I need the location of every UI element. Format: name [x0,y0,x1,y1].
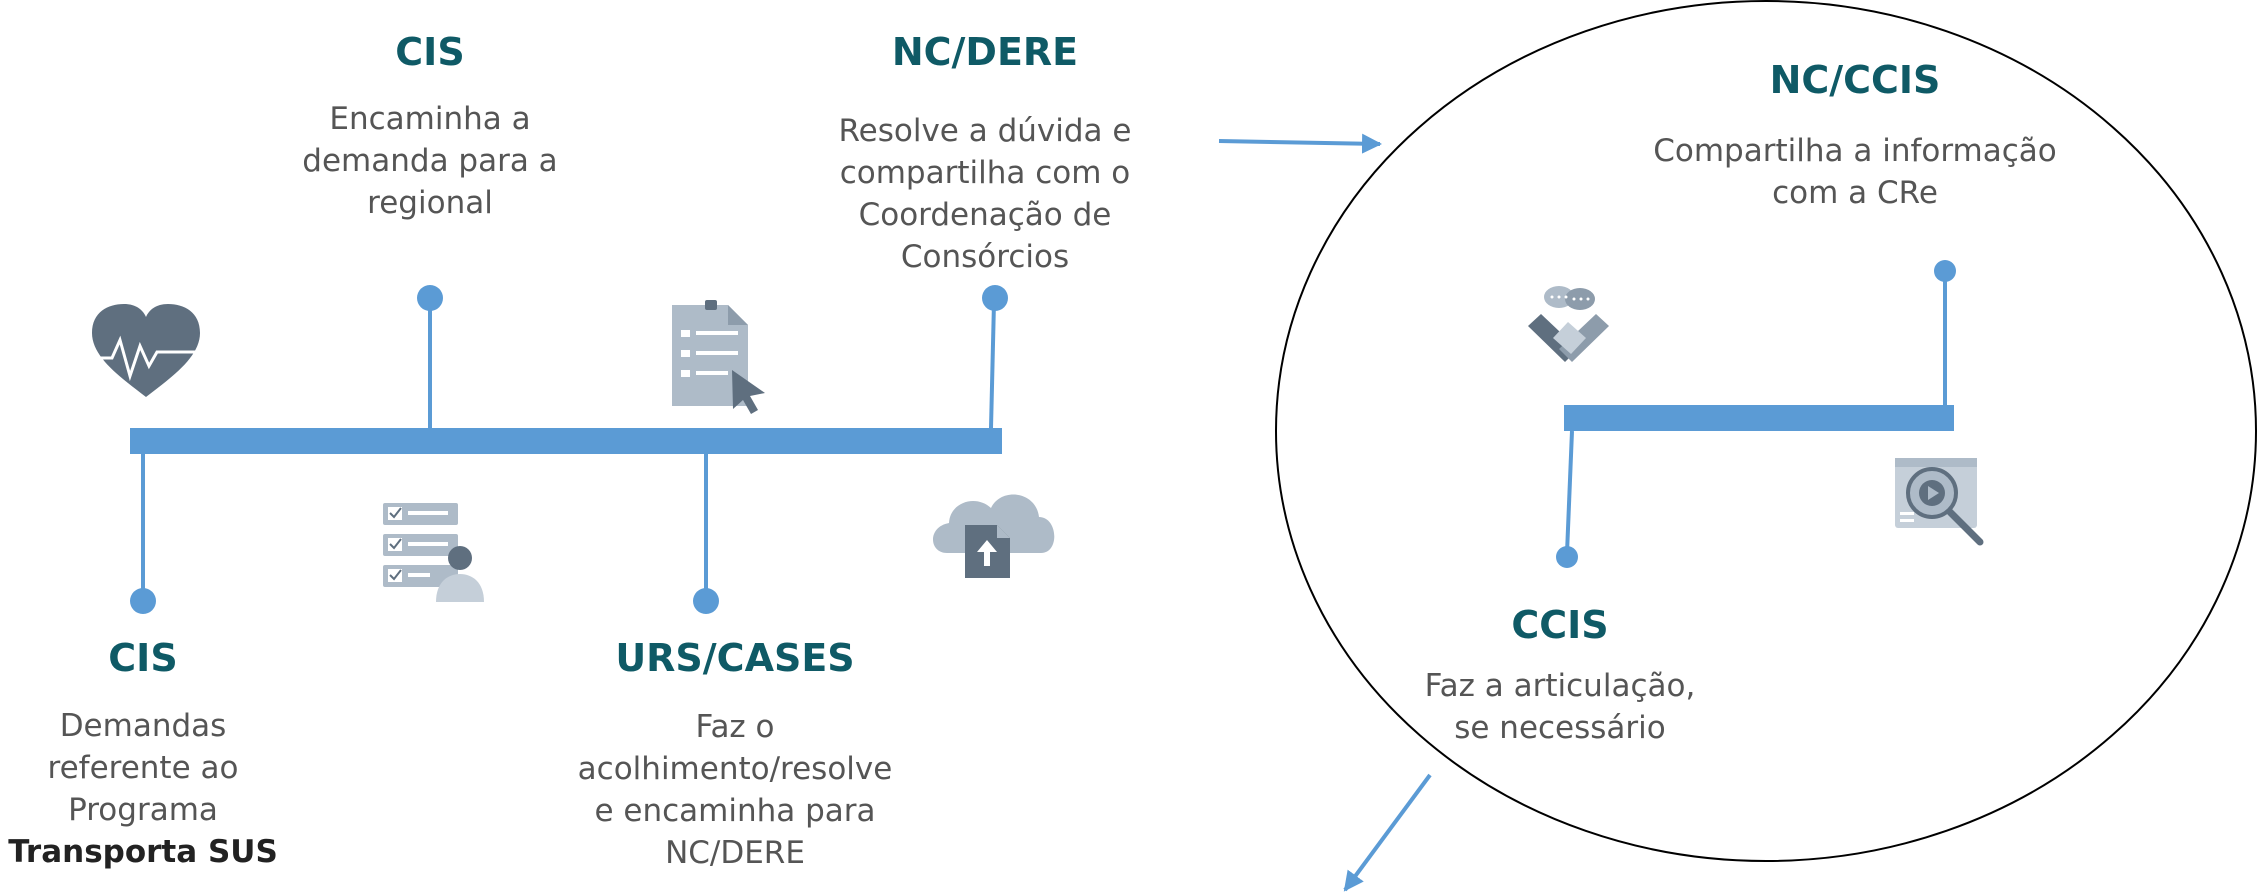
node-description: Encaminha a demanda para a regional [250,98,610,224]
desc-line: Faz o [695,709,775,745]
desc-line: NC/DERE [665,835,805,871]
connector-nc-ccis [1934,260,1956,405]
node-title: NC/DERE [891,30,1079,74]
node-description: Resolve a dúvida e compartilha com o Coo… [805,110,1165,278]
magnifier-document-icon [1895,458,1984,546]
desc-line: acolhimento/resolve [577,751,893,787]
desc-line: Coordenação de [858,197,1112,233]
node-title: CIS [108,636,178,680]
desc-line: Programa [68,792,218,828]
checklist-user-icon [383,503,484,602]
node-title: NC/CCIS [1769,58,1941,102]
connector-nc-dere [982,285,1008,429]
connector-ccis [1556,430,1578,568]
heart-pulse-icon [86,304,206,397]
node-title: CIS [395,30,465,74]
connector-urs-cases [693,454,719,614]
desc-line: Encaminha a [329,101,531,137]
node-nc-ccis: NC/CCIS Compartilha a informação com a C… [1615,55,2095,225]
desc-line: Compartilha a informação [1653,133,2057,169]
node-title: CCIS [1511,603,1609,647]
node-urs-cases: URS/CASES Faz o acolhimento/resolve e en… [535,630,935,880]
node-description: Demandas referente ao Programa Transport… [8,705,278,873]
timeline-bar-left [130,428,1002,454]
node-nc-dere: NC/DERE Resolve a dúvida e compartilha c… [805,30,1165,280]
desc-line: Demandas [59,708,227,744]
desc-line: demanda para a [302,143,558,179]
node-description: Compartilha a informação com a CRe [1615,130,2095,214]
desc-line: se necessário [1454,710,1666,746]
connector-cis-encaminha [417,285,443,428]
desc-line: com a CRe [1772,175,1938,211]
arrow-from-circle [1343,773,1432,892]
node-cis-encaminha: CIS Encaminha a demanda para a regional [250,30,610,230]
arrow-to-circle [1218,133,1382,154]
desc-line: e encaminha para [594,793,876,829]
desc-line: regional [367,185,493,221]
node-cis-demandas: CIS Demandas referente ao Programa Trans… [8,630,278,880]
handshake-icon [1528,286,1609,362]
desc-line: referente ao [47,750,239,786]
clipboard-cursor-icon [672,300,765,414]
node-description: Faz o acolhimento/resolve e encaminha pa… [535,706,935,874]
cloud-upload-icon [933,494,1055,578]
desc-line: Consórcios [900,239,1070,275]
circle-boundary [1275,0,2257,862]
program-name: Transporta SUS [8,834,278,870]
node-ccis: CCIS Faz a articulação, se necessário [1385,600,1735,760]
timeline-bar-right [1564,405,1954,431]
connector-cis-demandas [130,454,156,614]
desc-line: Faz a articulação, [1424,668,1696,704]
node-title: URS/CASES [615,636,855,680]
node-description: Faz a articulação, se necessário [1385,665,1735,749]
desc-line: compartilha com o [839,155,1131,191]
desc-line: Resolve a dúvida e [838,113,1132,149]
